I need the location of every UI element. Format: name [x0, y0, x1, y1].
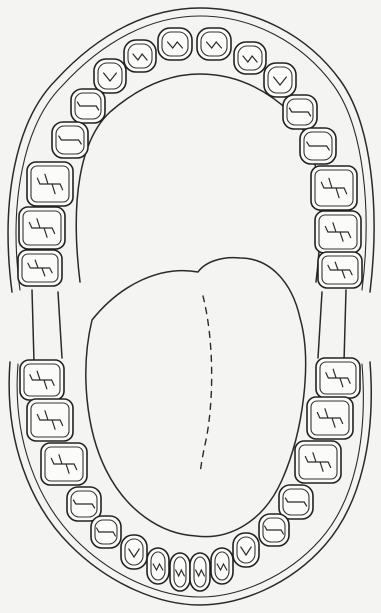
lower-third-molar-right [316, 358, 360, 398]
lower-first-premolar-right [259, 514, 289, 546]
lower-second-molar-left [27, 399, 73, 441]
lower-first-molar-right [295, 441, 341, 483]
upper-canine-right [264, 63, 296, 97]
upper-second-molar-right [315, 211, 361, 253]
upper-second-molar-left [19, 207, 65, 249]
lower-central-incisor-left [170, 553, 190, 591]
lower-second-molar-right [307, 397, 353, 439]
upper-second-premolar-right [300, 128, 336, 164]
lower-canine-right [233, 533, 259, 567]
lower-second-premolar-right [279, 485, 313, 519]
tongue-outline [86, 258, 306, 537]
teeth [18, 28, 362, 591]
lower-second-premolar-left [67, 487, 101, 521]
lower-first-molar-left [41, 443, 87, 485]
left-connector-inner [58, 292, 62, 358]
lower-canine-left [121, 535, 147, 569]
upper-first-premolar-right [283, 95, 317, 129]
upper-second-premolar-left [52, 122, 88, 158]
upper-first-molar-left [27, 162, 73, 206]
tooth-crown-outline [264, 63, 296, 97]
upper-central-incisor-left [158, 28, 192, 60]
lower-first-premolar-left [91, 516, 121, 548]
tongue-midline [200, 296, 212, 474]
upper-first-premolar-left [71, 89, 105, 123]
upper-lateral-incisor-right [234, 42, 266, 74]
left-connector-outer [32, 290, 34, 362]
upper-lateral-incisor-left [124, 40, 156, 72]
right-connector-inner [318, 292, 322, 358]
upper-third-molar-right [318, 252, 362, 288]
upper-third-molar-left [18, 250, 62, 286]
tooth-crown-outline [94, 59, 126, 93]
upper-first-molar-right [311, 166, 357, 210]
upper-canine-left [94, 59, 126, 93]
lower-central-incisor-right [190, 553, 210, 591]
lower-lateral-incisor-right [211, 548, 233, 584]
lower-third-molar-left [20, 360, 64, 400]
arch-connectors [32, 290, 346, 362]
tongue [86, 258, 306, 537]
right-connector-outer [344, 290, 346, 362]
upper-central-incisor-right [197, 28, 231, 60]
lower-lateral-incisor-left [147, 548, 169, 584]
